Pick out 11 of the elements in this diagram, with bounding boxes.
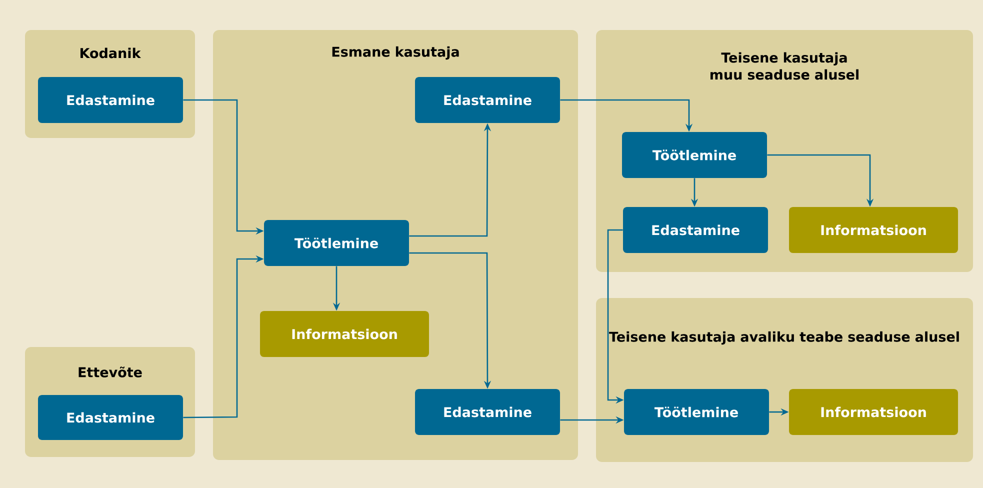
information-box: Informatsioon: [789, 389, 958, 435]
process-box: Edastamine: [38, 395, 183, 440]
process-box: Edastamine: [623, 207, 768, 253]
process-box: Edastamine: [415, 389, 560, 435]
information-box: Informatsioon: [260, 311, 429, 357]
process-box: Töötlemine: [264, 220, 409, 266]
information-box: Informatsioon: [789, 207, 958, 253]
process-box: Edastamine: [415, 77, 560, 123]
process-box: Edastamine: [38, 77, 183, 123]
process-box: Töötlemine: [622, 132, 767, 178]
process-box: Töötlemine: [624, 389, 769, 435]
